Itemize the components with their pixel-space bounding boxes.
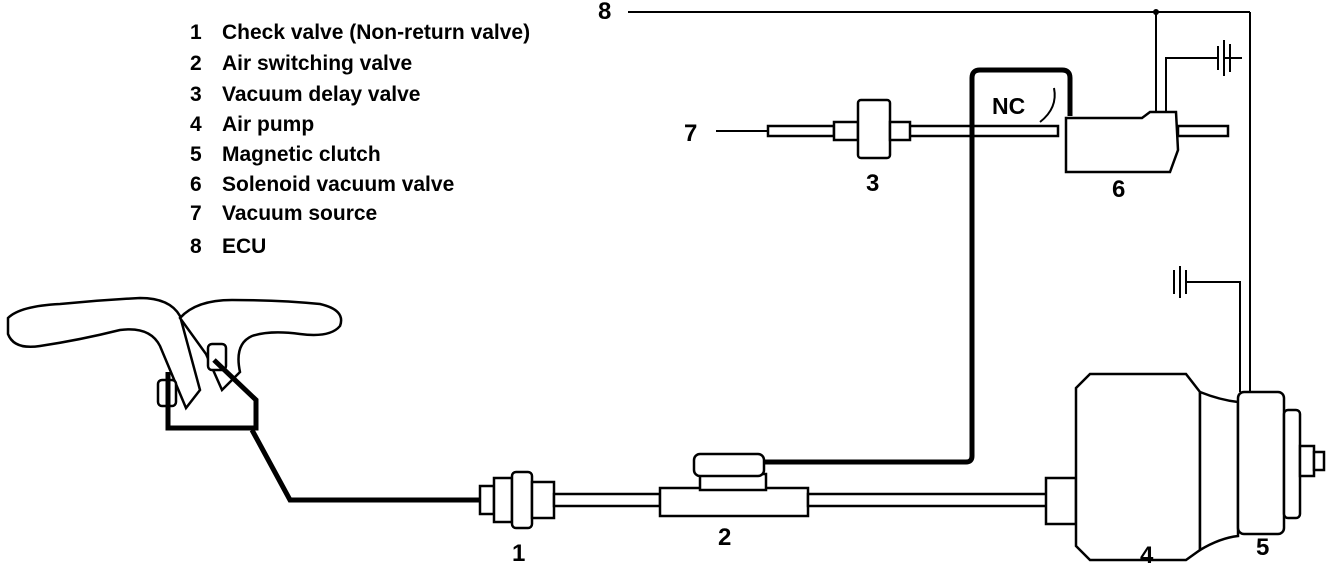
callout-solenoid-vacuum-valve: 6 — [1112, 176, 1126, 203]
callout-magnetic-clutch: 5 — [1256, 534, 1270, 561]
legend-item: 6 Solenoid vacuum valve — [190, 170, 454, 200]
air-switching-valve — [658, 452, 810, 518]
legend-number: 2 — [190, 52, 202, 75]
legend-item: 4 Air pump — [190, 110, 314, 140]
legend-item: 2 Air switching valve — [190, 49, 412, 79]
legend-item: 7 Vacuum source — [190, 199, 377, 229]
legend-label: Air pump — [222, 113, 315, 136]
ecu-wiring — [628, 9, 1251, 392]
legend-item: 1 Check valve (Non-return valve) — [190, 18, 530, 48]
legend-label: Magnetic clutch — [222, 143, 381, 166]
legend-number: 4 — [190, 113, 202, 136]
exhaust-manifold — [6, 296, 343, 411]
callout-air-switching-valve: 2 — [718, 524, 732, 551]
legend-label: Air switching valve — [222, 52, 413, 75]
legend-label: Check valve (Non-return valve) — [222, 21, 531, 44]
callout-vacuum-delay-valve: 3 — [866, 170, 880, 197]
ground-symbol-bottom — [1173, 266, 1241, 392]
legend-number: 1 — [190, 21, 202, 44]
callout-vacuum-source: 7 — [684, 120, 698, 147]
legend-number: 5 — [190, 143, 202, 166]
legend-number: 7 — [190, 202, 202, 225]
legend-label: Vacuum delay valve — [222, 83, 421, 106]
check-valve — [478, 470, 556, 530]
legend-label: ECU — [222, 235, 267, 258]
callout-check-valve: 1 — [512, 540, 526, 567]
air-pump — [1044, 372, 1240, 562]
magnetic-clutch — [1236, 390, 1326, 536]
legend-item: 5 Magnetic clutch — [190, 140, 381, 170]
callout-ecu: 8 — [598, 0, 612, 25]
ground-symbol-top — [1217, 40, 1242, 76]
legend-item: 3 Vacuum delay valve — [190, 80, 420, 110]
legend-number: 8 — [190, 235, 202, 258]
vacuum-delay-valve — [832, 98, 912, 160]
legend-item: 8 ECU — [190, 232, 266, 262]
legend-label: Solenoid vacuum valve — [222, 173, 455, 196]
normally-closed-label: NC — [992, 93, 1026, 119]
legend-number: 6 — [190, 173, 202, 196]
legend-label: Vacuum source — [222, 202, 378, 225]
callout-air-pump: 4 — [1140, 542, 1154, 569]
solenoid-vacuum-valve — [1039, 87, 1180, 174]
legend-number: 3 — [190, 83, 202, 106]
